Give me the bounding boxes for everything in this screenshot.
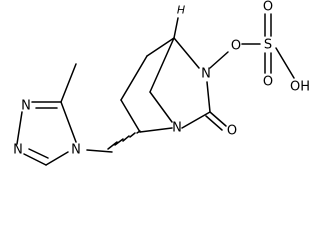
bond-s-oh bbox=[275, 47, 295, 79]
atom-n-bridge-bottom: N bbox=[172, 121, 182, 136]
atom-oh: OH bbox=[290, 80, 310, 95]
atom-o-s-top: O bbox=[263, 0, 273, 15]
bond-c-carbonyl-n-top bbox=[206, 81, 211, 113]
atom-triazole-n1: N bbox=[13, 143, 23, 158]
bond-triazole-c3-methyl bbox=[60, 63, 77, 103]
atom-o-s-bottom: O bbox=[263, 75, 273, 90]
bond-bridge-n-bottom bbox=[149, 91, 173, 123]
bond-triazole-n1-c5-inner bbox=[28, 148, 49, 159]
bond-c5-n-bottom bbox=[139, 127, 173, 133]
bond-c2-c3 bbox=[146, 37, 175, 57]
chemical-structure-diagram: H N O S O O OH N O N N N bbox=[13, 0, 310, 166]
bond-n-top-c2 bbox=[173, 37, 200, 69]
atom-n-bridge-top: N bbox=[201, 67, 211, 82]
bond-triazole-n4-c3 bbox=[60, 101, 77, 143]
atom-s: S bbox=[264, 38, 272, 53]
atom-triazole-n2: N bbox=[21, 99, 31, 114]
bond-c4-c5 bbox=[120, 99, 141, 133]
atom-labels: H N O S O O OH N O N N N bbox=[13, 0, 310, 158]
bond-n-bottom-c-carbonyl bbox=[181, 111, 211, 129]
atom-h-bridgehead: H bbox=[177, 4, 185, 17]
atom-o-carbonyl: O bbox=[227, 124, 237, 139]
bond-triazole-c5-n4 bbox=[45, 151, 69, 166]
bond-c3-c4 bbox=[120, 55, 148, 101]
atom-o-ester: O bbox=[231, 39, 241, 54]
bond-triazole-n2-n1 bbox=[16, 111, 23, 145]
bond-n-top-o-ester bbox=[209, 51, 229, 69]
bond-ch2-triazole-n4 bbox=[86, 149, 113, 153]
bond-c5-ch2-hashed-wedge bbox=[107, 130, 141, 150]
bonds bbox=[16, 13, 295, 166]
atom-triazole-n4: N bbox=[71, 143, 81, 158]
bond-c2-h bbox=[173, 17, 179, 39]
bond-triazole-n1-c5 bbox=[23, 153, 47, 166]
bond-carbonyl-double-b bbox=[205, 115, 223, 131]
bond-c2-bridge bbox=[149, 37, 175, 93]
bond-carbonyl-double-a bbox=[209, 111, 227, 127]
